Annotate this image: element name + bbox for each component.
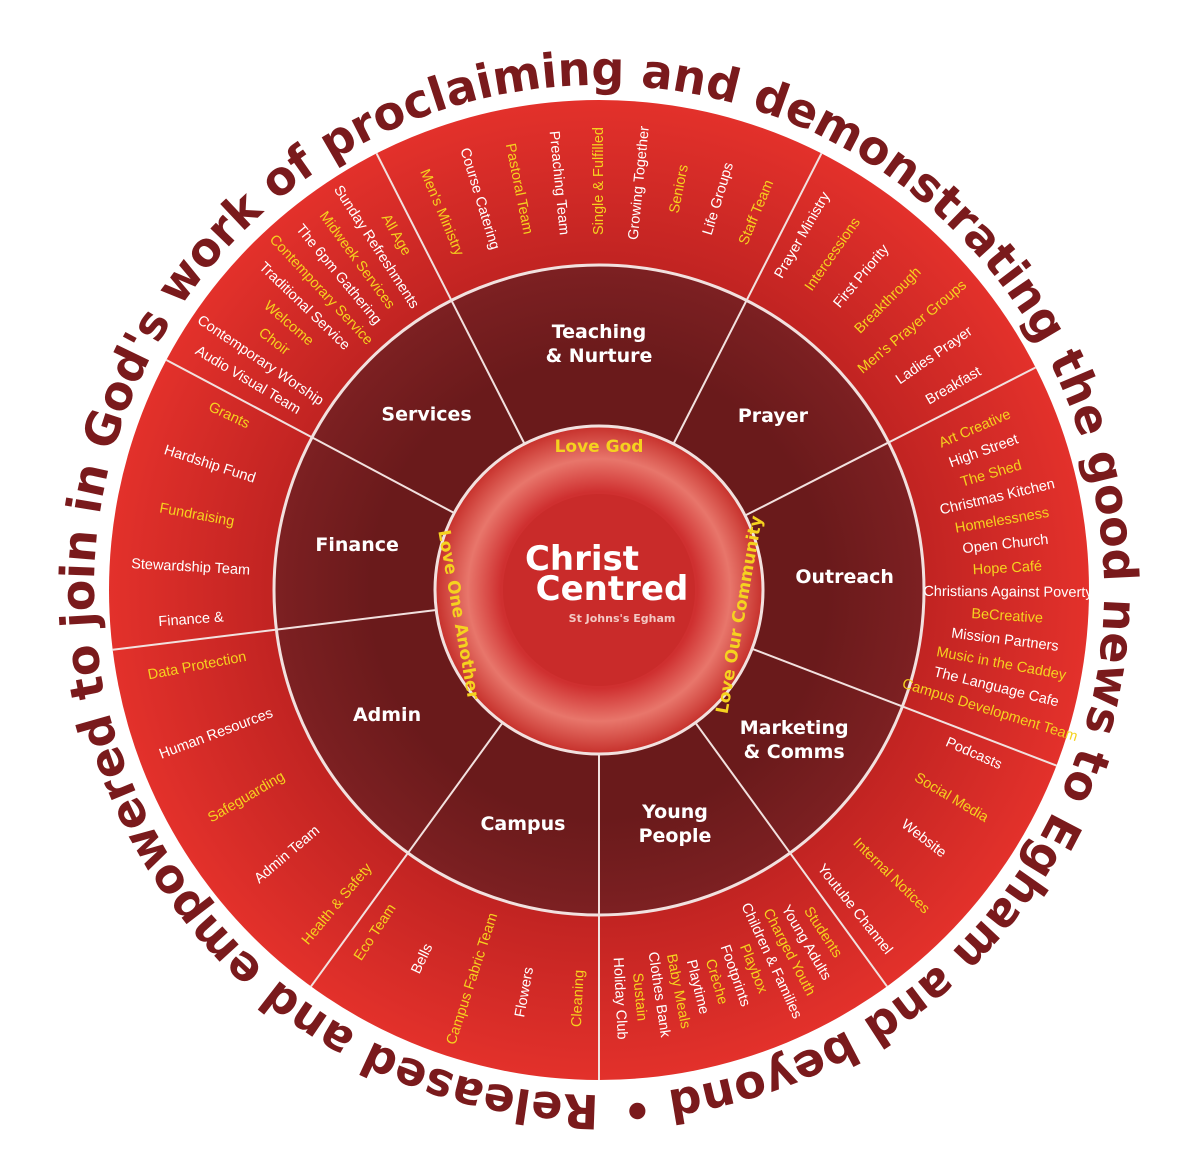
ministry-item: Single & Fulfilled: [591, 127, 607, 235]
inner-divider: [694, 722, 791, 854]
ministry-item: Holiday Club: [610, 957, 630, 1040]
inner-divider: [311, 436, 455, 514]
inner-divider: [672, 299, 748, 445]
ministry-label: Teaching& Nurture: [546, 321, 653, 367]
center-disc: [503, 494, 695, 686]
ministry-label: Finance: [315, 534, 399, 556]
outer-divider: [789, 852, 888, 988]
ministry-item: Christians Against Poverty: [923, 584, 1093, 601]
outer-divider: [888, 366, 1037, 444]
core-value: Love God: [555, 437, 644, 457]
outer-divider: [165, 359, 313, 439]
ministry-label: Outreach: [795, 566, 894, 588]
inner-divider: [276, 608, 437, 631]
outer-divider: [112, 628, 277, 651]
ministry-label: Campus: [480, 813, 565, 835]
brand-subtitle: St Johns's Egham: [569, 612, 676, 625]
ministry-item: Sustain: [629, 972, 650, 1022]
ministry-label: Admin: [353, 704, 421, 726]
ministry-label: Prayer: [738, 405, 809, 427]
outer-divider: [902, 705, 1057, 767]
ministry-item: Hope Café: [972, 559, 1042, 579]
ministry-item: Cleaning: [569, 969, 588, 1027]
inner-divider: [407, 722, 504, 854]
brand-line1: Christ: [525, 539, 639, 579]
christ-centred-logo: Christ Centred St Johns's Egham: [525, 539, 688, 625]
ministry-item: Finance &: [158, 609, 225, 630]
inner-divider: [751, 647, 903, 708]
outer-divider: [310, 852, 409, 988]
ministry-item: BeCreative: [971, 606, 1044, 627]
brand-line2: Centred: [536, 569, 689, 609]
inner-divider: [450, 299, 526, 445]
outer-divider: [745, 152, 823, 301]
inner-divider: [744, 441, 890, 517]
ministry-label: Services: [381, 404, 471, 426]
outer-divider: [375, 152, 453, 301]
ministry-label: Marketing& Comms: [740, 717, 849, 763]
ministry-item: Stewardship Team: [131, 556, 251, 579]
